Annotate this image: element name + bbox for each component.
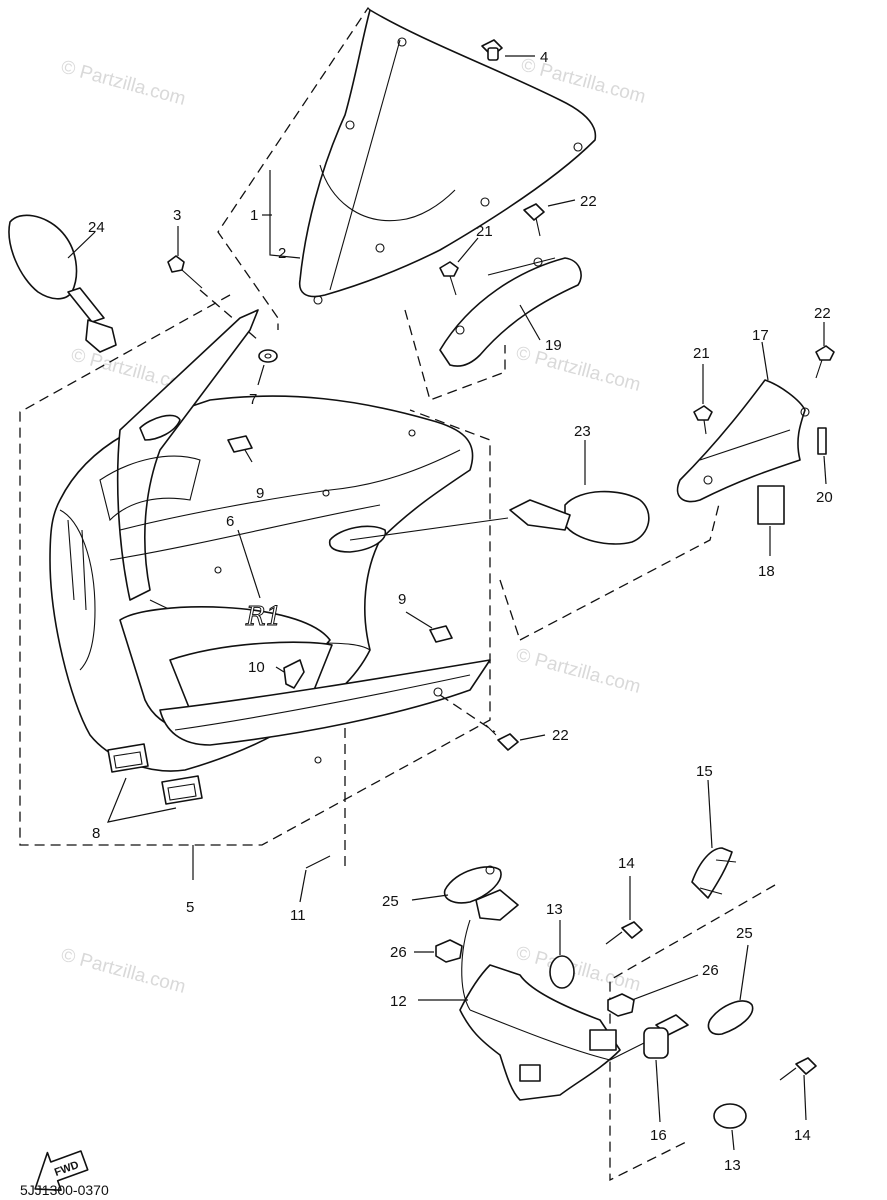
bracket-outline xyxy=(404,309,506,401)
callout-19: 19 xyxy=(545,337,562,354)
collar-16 xyxy=(643,1027,669,1123)
damper-13-upper xyxy=(549,920,575,989)
bracket-15 xyxy=(691,779,737,899)
callout-4: 4 xyxy=(540,49,548,66)
screw-21-upper xyxy=(439,237,479,296)
callout-18: 18 xyxy=(758,563,775,580)
rubber-8 xyxy=(107,743,203,823)
clip-9-upper xyxy=(227,435,253,463)
callout-25-left: 25 xyxy=(382,893,399,910)
callout-9-lower: 9 xyxy=(398,591,406,608)
callout-22-lower: 22 xyxy=(552,727,569,744)
stay-outline xyxy=(609,884,776,1182)
screw-22-lower xyxy=(439,694,546,751)
side-cover-17 xyxy=(676,341,810,503)
strip-20 xyxy=(817,427,827,485)
plate-25-right xyxy=(655,944,754,1036)
callout-numbers: 1 2 3 4 5 6 7 8 9 9 10 11 12 13 13 14 14… xyxy=(88,49,833,1174)
screw-21-right xyxy=(693,364,713,435)
cowling-inner-panel xyxy=(116,309,259,601)
clip-9-lower xyxy=(405,611,453,643)
damper-13-lower xyxy=(713,1103,747,1151)
callout-15: 15 xyxy=(696,763,713,780)
screw-14-lower xyxy=(779,1057,817,1121)
side-cover-outline-2 xyxy=(499,579,521,641)
callout-26-left: 26 xyxy=(390,944,407,961)
windshield xyxy=(262,9,597,305)
callout-13-upper: 13 xyxy=(546,901,563,918)
diagram-code: 5JJ1300-0370 xyxy=(20,1182,109,1198)
watermark-4: © Partzilla.com xyxy=(514,343,643,396)
mirror-hole-left xyxy=(139,414,181,441)
callout-8: 8 xyxy=(92,825,100,842)
callout-25-right: 25 xyxy=(736,925,753,942)
callout-23: 23 xyxy=(574,423,591,440)
callout-21-upper: 21 xyxy=(476,223,493,240)
part-11 xyxy=(299,855,331,903)
windscreen-tint-line xyxy=(319,164,456,222)
upper-cowling: R1 xyxy=(49,309,491,880)
callout-6: 6 xyxy=(226,513,234,530)
callout-22-upper: 22 xyxy=(580,193,597,210)
bracket-19 xyxy=(439,257,582,367)
r1-logo-6: R1 xyxy=(245,602,282,632)
screw-22-upper xyxy=(523,199,576,237)
callout-17: 17 xyxy=(752,327,769,344)
fwd-arrow: FWD xyxy=(34,1150,89,1191)
screw-3 xyxy=(167,226,259,341)
callout-11: 11 xyxy=(290,907,306,924)
washer-7 xyxy=(257,349,278,386)
callout-12: 12 xyxy=(390,993,407,1010)
watermark-6: © Partzilla.com xyxy=(59,945,188,998)
callout-10: 10 xyxy=(248,659,265,676)
callout-14-upper: 14 xyxy=(618,855,635,872)
callout-1: 1 xyxy=(250,207,258,224)
callout-16: 16 xyxy=(650,1127,667,1144)
windscreen-body xyxy=(298,9,597,298)
plate-25-left xyxy=(411,865,502,904)
callout-7: 7 xyxy=(249,391,257,408)
nut-26-right xyxy=(607,974,699,1017)
nut-26-left xyxy=(414,939,463,963)
callout-9-upper: 9 xyxy=(256,485,264,502)
leader-1-2 xyxy=(269,170,301,259)
cowling-outline xyxy=(19,294,491,846)
screw-22-right xyxy=(815,322,835,379)
sticker-18 xyxy=(757,485,785,556)
watermark-5: © Partzilla.com xyxy=(514,645,643,698)
side-cover-outline xyxy=(519,499,721,641)
callout-26-right: 26 xyxy=(702,962,719,979)
mirror-24 xyxy=(8,214,117,353)
callout-2: 2 xyxy=(278,245,286,262)
part-10 xyxy=(275,659,305,689)
screw-14-upper xyxy=(605,876,643,945)
windscreen-edge xyxy=(329,39,401,291)
callout-22-right: 22 xyxy=(814,305,831,322)
callout-13-lower: 13 xyxy=(724,1157,741,1174)
callout-24: 24 xyxy=(88,219,105,236)
callout-20: 20 xyxy=(816,489,833,506)
callout-14-lower: 14 xyxy=(794,1127,811,1144)
watermark-1: © Partzilla.com xyxy=(59,57,188,110)
lower-lip xyxy=(159,659,491,746)
screw-4 xyxy=(481,39,535,61)
mirror-23 xyxy=(349,440,650,545)
callout-21-right: 21 xyxy=(693,345,710,362)
callout-3: 3 xyxy=(173,207,181,224)
callout-5: 5 xyxy=(186,899,194,916)
stay-12 xyxy=(418,889,671,1101)
